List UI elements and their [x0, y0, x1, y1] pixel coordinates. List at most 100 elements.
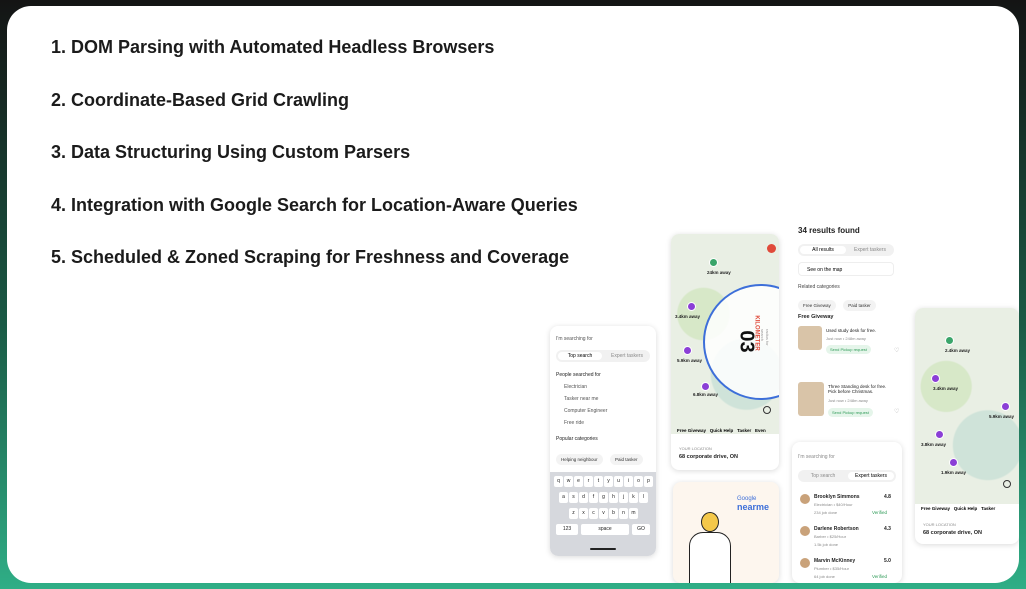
keyboard-key[interactable]: a	[559, 492, 568, 503]
map-pin[interactable]	[709, 258, 718, 267]
keyboard-key[interactable]: v	[599, 508, 608, 519]
action-tasker[interactable]: Tasker	[981, 506, 996, 511]
key-123[interactable]: 123	[556, 524, 578, 535]
content-card: 1. DOM Parsing with Automated Headless B…	[7, 6, 1019, 583]
keyboard-key[interactable]: q	[554, 476, 563, 487]
map-pin[interactable]	[949, 458, 958, 467]
map-pin[interactable]	[931, 374, 940, 383]
location-address: 68 corporate drive, ON	[923, 530, 982, 536]
close-icon[interactable]	[767, 244, 776, 253]
brand-word: nearme	[737, 502, 770, 512]
item-title[interactable]: Used study desk for free.	[826, 328, 877, 333]
map-pin[interactable]	[701, 382, 710, 391]
key-go[interactable]: GO	[632, 524, 650, 535]
map-pin[interactable]	[687, 302, 696, 311]
chip-paid-tasker[interactable]: Paid tasker	[843, 300, 876, 311]
illustration-person	[687, 512, 733, 583]
keyboard-key[interactable]: i	[624, 476, 633, 487]
results-phone-mockup: 34 results found All results Expert task…	[794, 222, 904, 432]
keyboard-key[interactable]: k	[629, 492, 638, 503]
results-title: 34 results found	[798, 226, 860, 235]
distance-label: 3.4km away	[675, 314, 701, 319]
pickup-button[interactable]: Send Pickup request	[828, 408, 873, 417]
keyboard-key[interactable]: b	[609, 508, 618, 519]
expert-name[interactable]: Darlene Robertson	[814, 526, 859, 532]
expert-rating: 5.0	[884, 558, 891, 564]
tab-top-search[interactable]: Top search	[558, 352, 602, 360]
popular-chips: Helping neighbour Paid tasker	[556, 448, 646, 466]
action-even[interactable]: Even	[755, 428, 766, 433]
people-heading: People searched for	[556, 372, 601, 378]
expert-rating: 4.8	[884, 494, 891, 500]
expert-rating: 4.3	[884, 526, 891, 532]
map-pin[interactable]	[683, 346, 692, 355]
keyboard-key[interactable]: e	[574, 476, 583, 487]
chip-free-giveway[interactable]: Free Giveway	[798, 300, 836, 311]
keyboard-key[interactable]: t	[594, 476, 603, 487]
brand-logo: Google nearme	[737, 496, 769, 512]
item-thumbnail	[798, 382, 824, 416]
keyboard-key[interactable]: p	[644, 476, 653, 487]
people-item[interactable]: Free ride	[564, 420, 585, 426]
tab-expert-taskers[interactable]: Expert taskers	[611, 353, 643, 359]
keyboard-key[interactable]: n	[619, 508, 628, 519]
technique-item-4: 4. Integration with Google Search for Lo…	[51, 194, 578, 215]
action-free-giveway[interactable]: Free Giveway	[677, 428, 707, 433]
technique-item-1: 1. DOM Parsing with Automated Headless B…	[51, 37, 495, 57]
locate-icon[interactable]	[763, 406, 771, 414]
map-pin[interactable]	[945, 336, 954, 345]
expert-name[interactable]: Marvin McKinney	[814, 558, 856, 564]
item-meta: Just now • 248m away	[826, 336, 866, 341]
item-title[interactable]: Three Standing desk for free. Pick befor…	[828, 384, 887, 394]
pickup-button[interactable]: Send Pickup request	[826, 345, 871, 354]
keyboard-key[interactable]: h	[609, 492, 618, 503]
locate-icon[interactable]	[1003, 480, 1011, 488]
keyboard-key[interactable]: g	[599, 492, 608, 503]
action-quick-help[interactable]: Quick Help	[709, 428, 734, 433]
home-indicator	[590, 548, 616, 550]
map-pin[interactable]	[935, 430, 944, 439]
keyboard-key[interactable]: j	[619, 492, 628, 503]
keyboard-key[interactable]: x	[579, 508, 588, 519]
tab-expert-taskers[interactable]: Expert taskers	[848, 472, 894, 480]
technique-item-5: 5. Scheduled & Zoned Scraping for Freshn…	[51, 247, 570, 268]
expert-jobs: 64 job done	[814, 574, 835, 579]
keyboard-key[interactable]: s	[569, 492, 578, 503]
tab-top-search[interactable]: Top search	[810, 473, 836, 479]
keyboard-key[interactable]: y	[604, 476, 613, 487]
your-location-label: YOUR LOCATION	[923, 522, 956, 527]
heart-icon[interactable]: ♡	[894, 348, 900, 354]
people-item[interactable]: Computer Engineer	[564, 408, 608, 414]
chip-paid-tasker[interactable]: Paid tasker	[609, 454, 643, 465]
keyboard-key[interactable]: r	[584, 476, 593, 487]
map-pin[interactable]	[1001, 402, 1010, 411]
people-item[interactable]: Electrician	[564, 384, 588, 390]
keyboard-key[interactable]: l	[639, 492, 648, 503]
search-input[interactable]: I'm searching for	[556, 336, 593, 342]
keyboard-key[interactable]: f	[589, 492, 598, 503]
verified-badge: Verified	[872, 574, 888, 579]
action-free-giveway[interactable]: Free Giveway	[921, 506, 951, 511]
heart-icon[interactable]: ♡	[894, 409, 900, 415]
key-space[interactable]: space	[581, 524, 629, 535]
keyboard-key[interactable]: d	[579, 492, 588, 503]
keyboard-key[interactable]: u	[614, 476, 623, 487]
search-input[interactable]: I'm searching for	[798, 454, 835, 460]
tab-all-results[interactable]: All results	[800, 246, 846, 254]
action-quick-help[interactable]: Quick Help	[953, 506, 978, 511]
tab-expert-taskers[interactable]: Expert taskers	[854, 247, 886, 253]
keyboard-key[interactable]: z	[569, 508, 578, 519]
see-map-button[interactable]: See on the map	[798, 262, 894, 276]
promo-phone-mockup: Google nearme	[673, 482, 779, 583]
distance-label: 6.8km away	[693, 392, 719, 397]
expert-name[interactable]: Brooklyn Simmons	[814, 494, 860, 500]
keyboard-key[interactable]: o	[634, 476, 643, 487]
people-item[interactable]: Tasker near me	[564, 396, 599, 402]
keyboard-key[interactable]: w	[564, 476, 573, 487]
action-tasker[interactable]: Tasker	[737, 428, 752, 433]
chip-helping-neighbour[interactable]: Helping neighbour	[556, 454, 603, 465]
keyboard-key[interactable]: c	[589, 508, 598, 519]
expert-jobs: 1.5k job done	[814, 542, 839, 547]
keyboard-key[interactable]: m	[629, 508, 638, 519]
